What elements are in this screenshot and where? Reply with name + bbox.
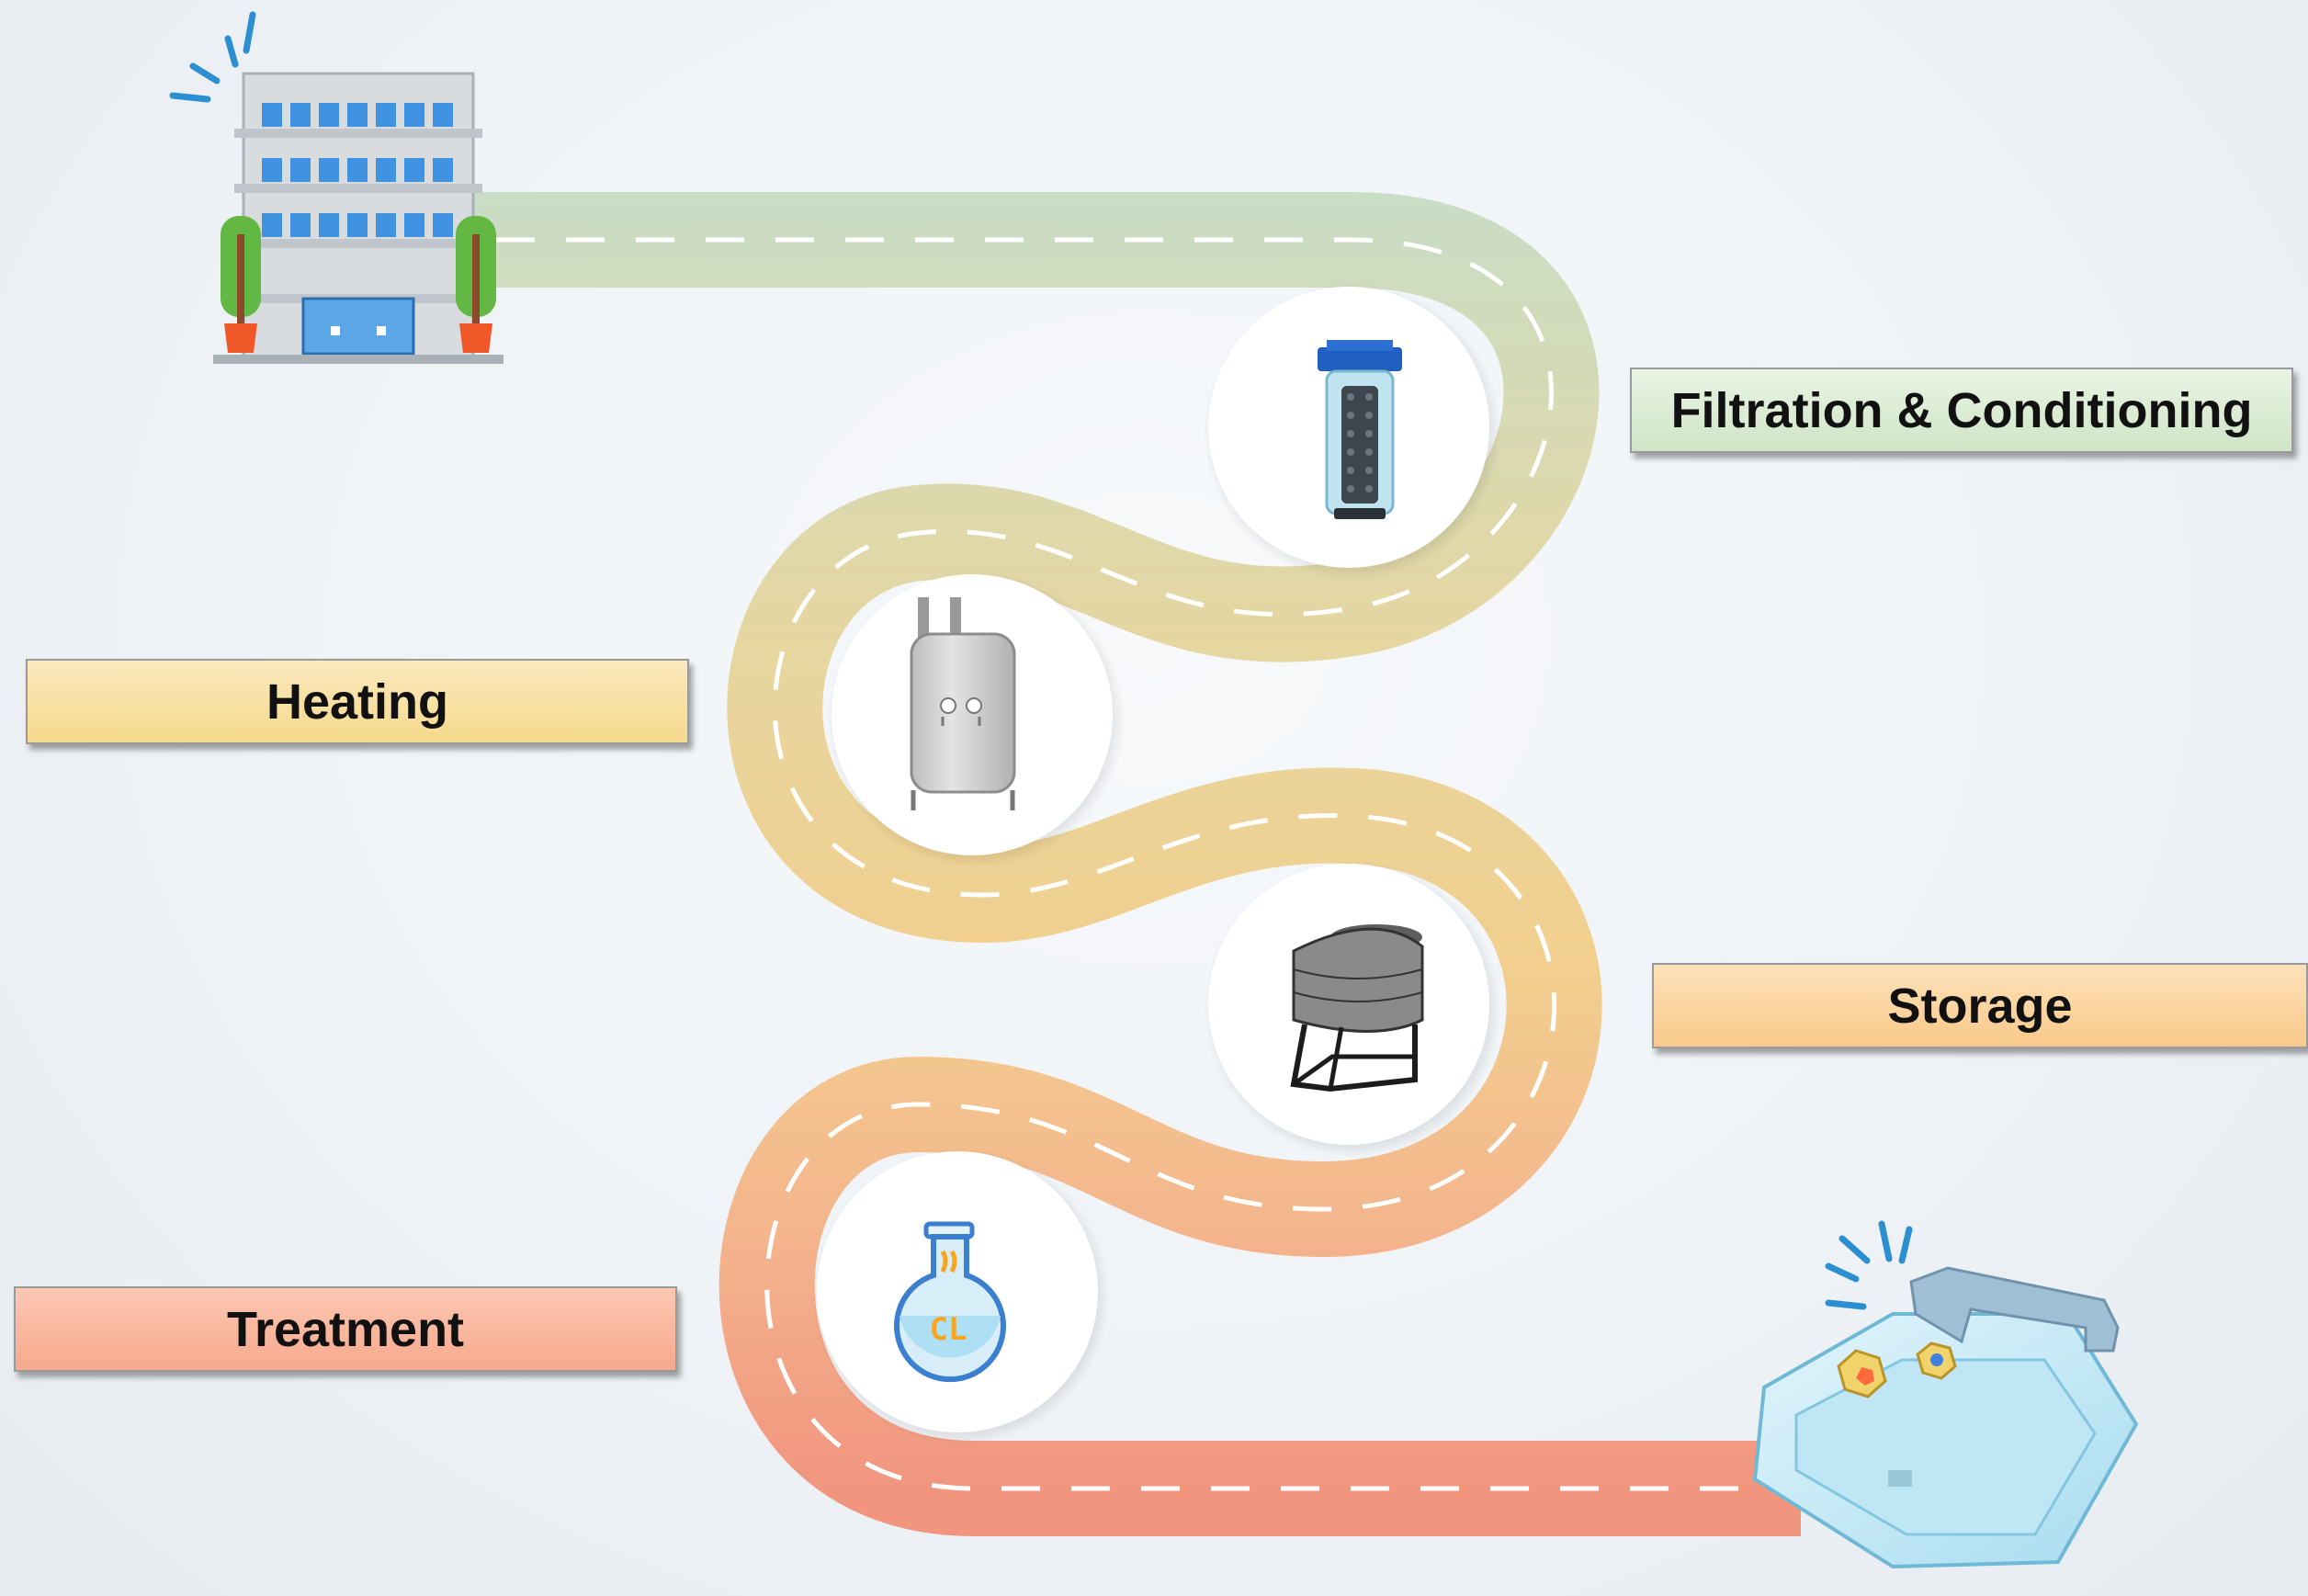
building-window <box>319 158 339 182</box>
building-window <box>433 103 453 127</box>
building-window <box>319 103 339 127</box>
faucet-sink-icon <box>1752 1220 2139 1569</box>
road <box>469 192 1801 1536</box>
building-window <box>347 158 368 182</box>
stage-label-treatment: Treatment <box>14 1286 677 1372</box>
building-window <box>404 158 424 182</box>
building-window <box>290 158 311 182</box>
building-window <box>376 213 396 237</box>
building-window <box>262 103 282 127</box>
building-window <box>376 158 396 182</box>
building-window <box>319 213 339 237</box>
office-building-icon <box>169 11 503 364</box>
building-window <box>347 103 368 127</box>
stage-label-heating: Heating <box>26 659 689 744</box>
building-window <box>404 103 424 127</box>
building-window <box>290 103 311 127</box>
water-filter-cartridge-icon <box>1318 340 1402 519</box>
building-window <box>347 213 368 237</box>
water-storage-tank-icon <box>1290 924 1424 1092</box>
building-window <box>404 213 424 237</box>
road-dashes <box>496 237 1764 1491</box>
stage-label-storage: Storage <box>1652 963 2308 1048</box>
building-window <box>262 213 282 237</box>
building-window <box>262 158 282 182</box>
stage-label-filtration: Filtration & Conditioning <box>1630 368 2293 453</box>
chlorine-flask-icon: CL <box>894 1221 1006 1383</box>
water-heater-tank-icon <box>910 597 1016 810</box>
building-window <box>433 213 453 237</box>
building-window <box>376 103 396 127</box>
flask-label: CL <box>930 1311 967 1348</box>
building-window <box>433 158 453 182</box>
building-window <box>290 213 311 237</box>
